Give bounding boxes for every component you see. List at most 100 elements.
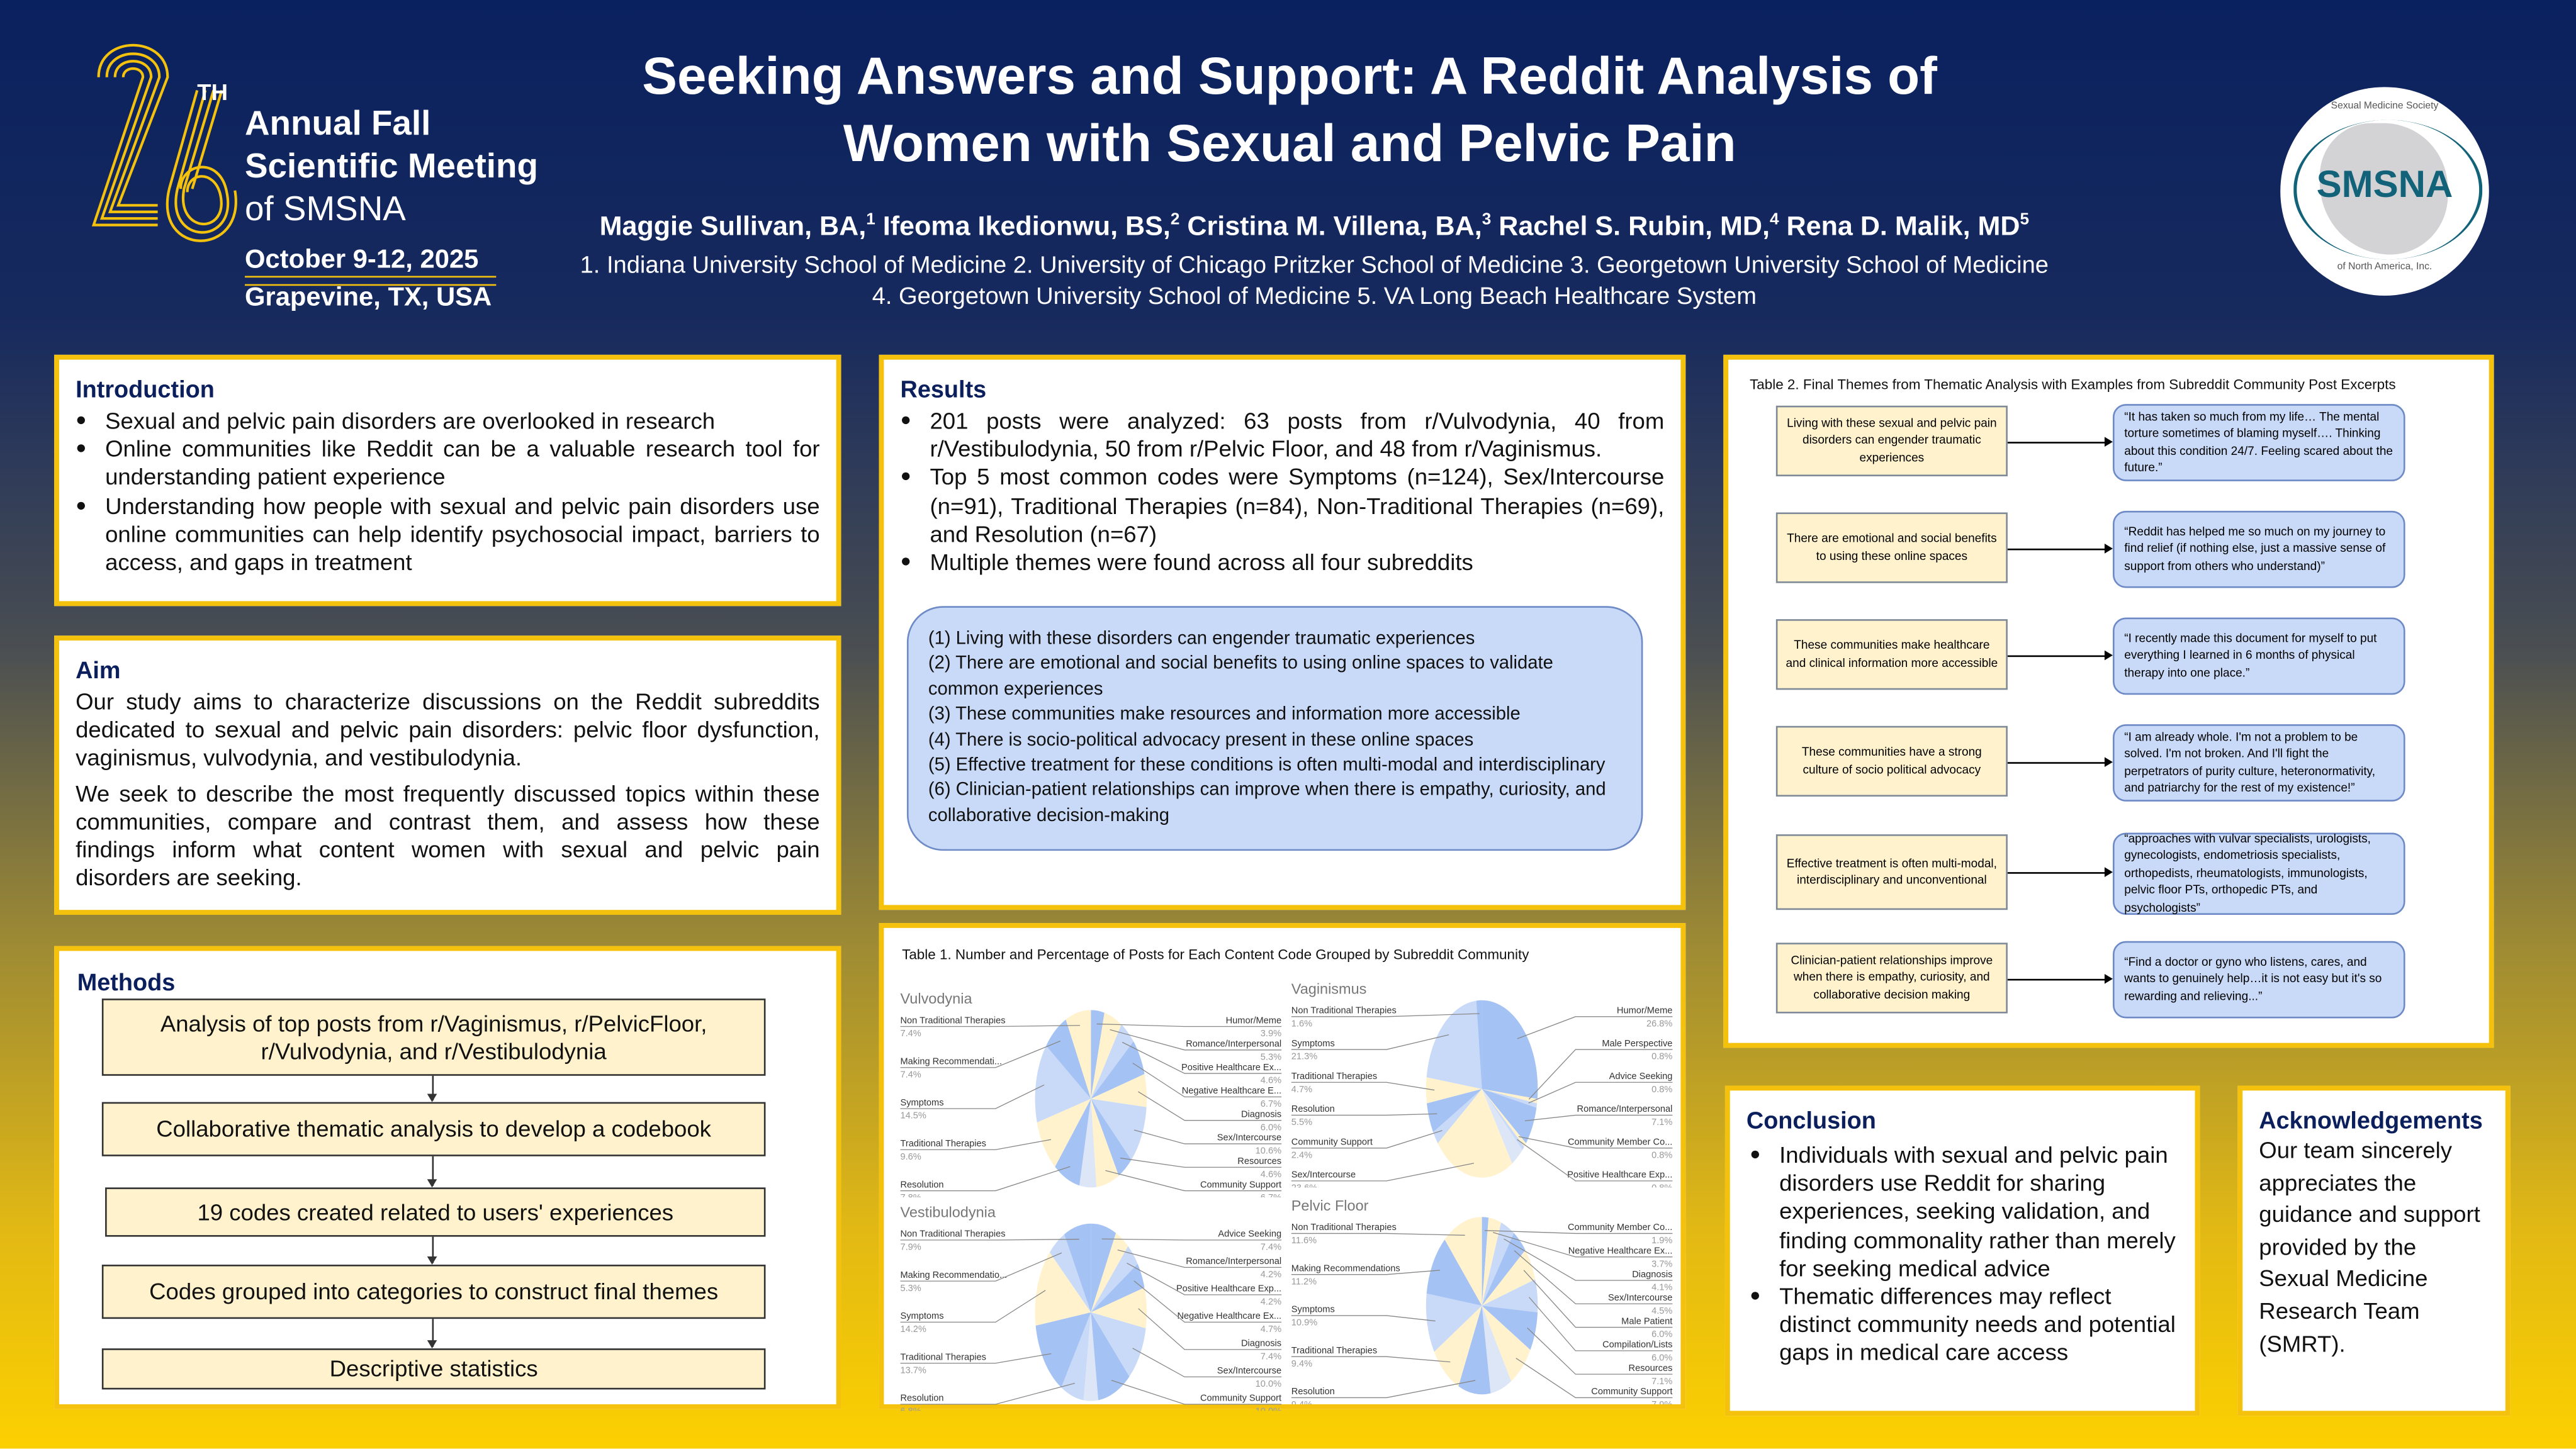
pie-label: Diagnosis xyxy=(1241,1339,1281,1349)
pie-leader-line xyxy=(900,1025,1080,1027)
pie-label: Traditional Therapies xyxy=(900,1352,986,1362)
pie-label: Symptoms xyxy=(900,1098,943,1108)
pie-leader-line xyxy=(1528,1082,1673,1104)
pie-leader-line xyxy=(1138,1308,1282,1350)
pie-leader-line xyxy=(1291,1013,1480,1017)
pie-slice xyxy=(1482,1279,1538,1312)
pie-slice xyxy=(1091,1246,1138,1312)
pie-value-label: 10.9% xyxy=(1291,1318,1317,1328)
pie-value-label: 6.7% xyxy=(1261,1099,1281,1109)
pie-slice xyxy=(1482,1088,1538,1104)
pie-slice xyxy=(1091,1012,1122,1099)
bullet-item: 201 posts were analyzed: 63 posts from r… xyxy=(900,407,1664,464)
pie-slice xyxy=(1091,1099,1119,1187)
pie-value-label: 0.8% xyxy=(1651,1183,1672,1188)
pie-label: Romance/Interpersonal xyxy=(1186,1039,1281,1049)
pie-slice xyxy=(1091,1010,1105,1099)
event-place: Grapevine, TX, USA xyxy=(244,284,492,312)
bullet-item: Thematic differences may reflect distinc… xyxy=(1750,1283,2178,1368)
pie-value-label: 4.6% xyxy=(1261,1076,1281,1086)
pie-leader-line xyxy=(1493,1232,1673,1258)
pie-leader-line xyxy=(1291,1315,1436,1322)
pie-value-label: 10.0% xyxy=(1256,1379,1281,1389)
pie-value-label: 3.7% xyxy=(1651,1259,1672,1269)
pie-label: Compilation/Lists xyxy=(1602,1340,1672,1350)
pie-slice xyxy=(1091,1074,1147,1107)
pie-label: Making Recommendatio... xyxy=(900,1270,1007,1280)
pie-leader-line xyxy=(1517,1016,1673,1039)
pie-slice xyxy=(1091,1233,1128,1312)
author-affiliation-number: 4 xyxy=(1770,210,1779,228)
pie-value-label: 6.8% xyxy=(900,1407,921,1411)
pie-slice xyxy=(1091,1263,1145,1312)
pie-leader-line xyxy=(1516,1358,1673,1399)
theme-item: (5) Effective treatment for these condit… xyxy=(928,755,1606,776)
pie-value-label: 13.7% xyxy=(900,1365,926,1375)
introduction-panel: Introduction Sexual and pelvic pain diso… xyxy=(54,354,841,607)
pie-value-label: 1.6% xyxy=(1291,1019,1312,1029)
pie-slice xyxy=(1482,1088,1537,1144)
pie-slice xyxy=(1091,1223,1116,1312)
author-name: Rachel S. Rubin, MD, xyxy=(1499,211,1770,241)
pie-label: Traditional Therapies xyxy=(1291,1071,1377,1082)
pie-slice xyxy=(1091,1041,1145,1099)
pie-label: Traditional Therapies xyxy=(1291,1346,1377,1356)
pie-slice xyxy=(1444,1217,1482,1306)
author-name: Maggie Sullivan, BA, xyxy=(599,211,867,241)
pie-label: Symptoms xyxy=(900,1311,943,1321)
method-step: Collaborative thematic analysis to devel… xyxy=(101,1102,766,1156)
themes-summary-box: (1) Living with these disorders can enge… xyxy=(906,606,1643,851)
pie-slice xyxy=(1091,1099,1147,1160)
pie-label: Resolution xyxy=(900,1180,943,1190)
author: Rachel S. Rubin, MD,4 xyxy=(1499,210,1786,241)
conclusion-panel: Conclusion Individuals with sexual and p… xyxy=(1724,1085,2200,1416)
author: Cristina M. Villena, BA,3 xyxy=(1187,210,1499,240)
acknowledgements-heading: Acknowledgements xyxy=(2259,1109,2483,1135)
acknowledgements-text: Our team sincerely appreciates the guida… xyxy=(2259,1136,2480,1357)
pie-leader-line xyxy=(1518,1136,1673,1149)
pie-label: Positive Healthcare Exp... xyxy=(1176,1284,1281,1294)
logo-line1: Annual Fall xyxy=(244,105,431,143)
pie-leader-line xyxy=(1517,1139,1673,1182)
pie-label: Humor/Meme xyxy=(1617,1006,1672,1016)
pie-leader-line xyxy=(900,1290,1046,1323)
pie-slice xyxy=(1061,1312,1091,1401)
pie-value-label: 4.2% xyxy=(1261,1297,1281,1307)
bullet-item: Sexual and pelvic pain disorders are ove… xyxy=(76,407,820,435)
aim-panel: Aim Our study aims to characterize discu… xyxy=(54,635,841,915)
pie-slice xyxy=(1482,1000,1538,1099)
pie-leader-line xyxy=(1105,1170,1282,1192)
pie-leader-line xyxy=(1291,1034,1449,1050)
theme-item: (1) Living with these disorders can enge… xyxy=(928,629,1475,649)
arrow-icon xyxy=(2007,648,2113,661)
pie-value-label: 0.8% xyxy=(1651,1150,1672,1160)
title-line1: Seeking Answers and Support: A Reddit An… xyxy=(642,46,1937,106)
method-step: 19 codes created related to users' exper… xyxy=(105,1187,766,1237)
flow-arrow xyxy=(427,1236,437,1265)
pie-slice xyxy=(1482,1306,1512,1394)
pie-value-label: 7.1% xyxy=(1651,1377,1672,1387)
table1-caption: Table 1. Number and Percentage of Posts … xyxy=(902,946,1529,963)
logo-26-graphic xyxy=(91,43,237,242)
arrow-icon xyxy=(2007,755,2113,768)
pie-slice xyxy=(1482,1217,1489,1306)
pie-leader-line xyxy=(1291,1233,1465,1236)
smsna-logo: SMSNA Sexual Medicine Society of North A… xyxy=(2280,87,2489,296)
pie-leader-line xyxy=(1138,1091,1282,1121)
pie-leader-line xyxy=(900,1382,1075,1405)
arrow-icon xyxy=(2007,542,2113,554)
pie-leader-line xyxy=(1291,1163,1474,1182)
pie-slice xyxy=(1426,1239,1482,1306)
flow-arrow xyxy=(427,1075,437,1102)
pie-value-label: 10.6% xyxy=(1256,1146,1281,1156)
pie-value-label: 7.1% xyxy=(1651,1117,1672,1127)
pie-value-label: 4.5% xyxy=(1651,1306,1672,1316)
theme-box: Clinician-patient relationships improve … xyxy=(1775,943,2008,1014)
pie-label: Resources xyxy=(1237,1156,1281,1166)
pie-label: Community Support xyxy=(1591,1387,1672,1397)
arrow-icon xyxy=(2007,972,2113,984)
quote-box: “approaches with vulvar specialists, uro… xyxy=(2112,831,2405,915)
